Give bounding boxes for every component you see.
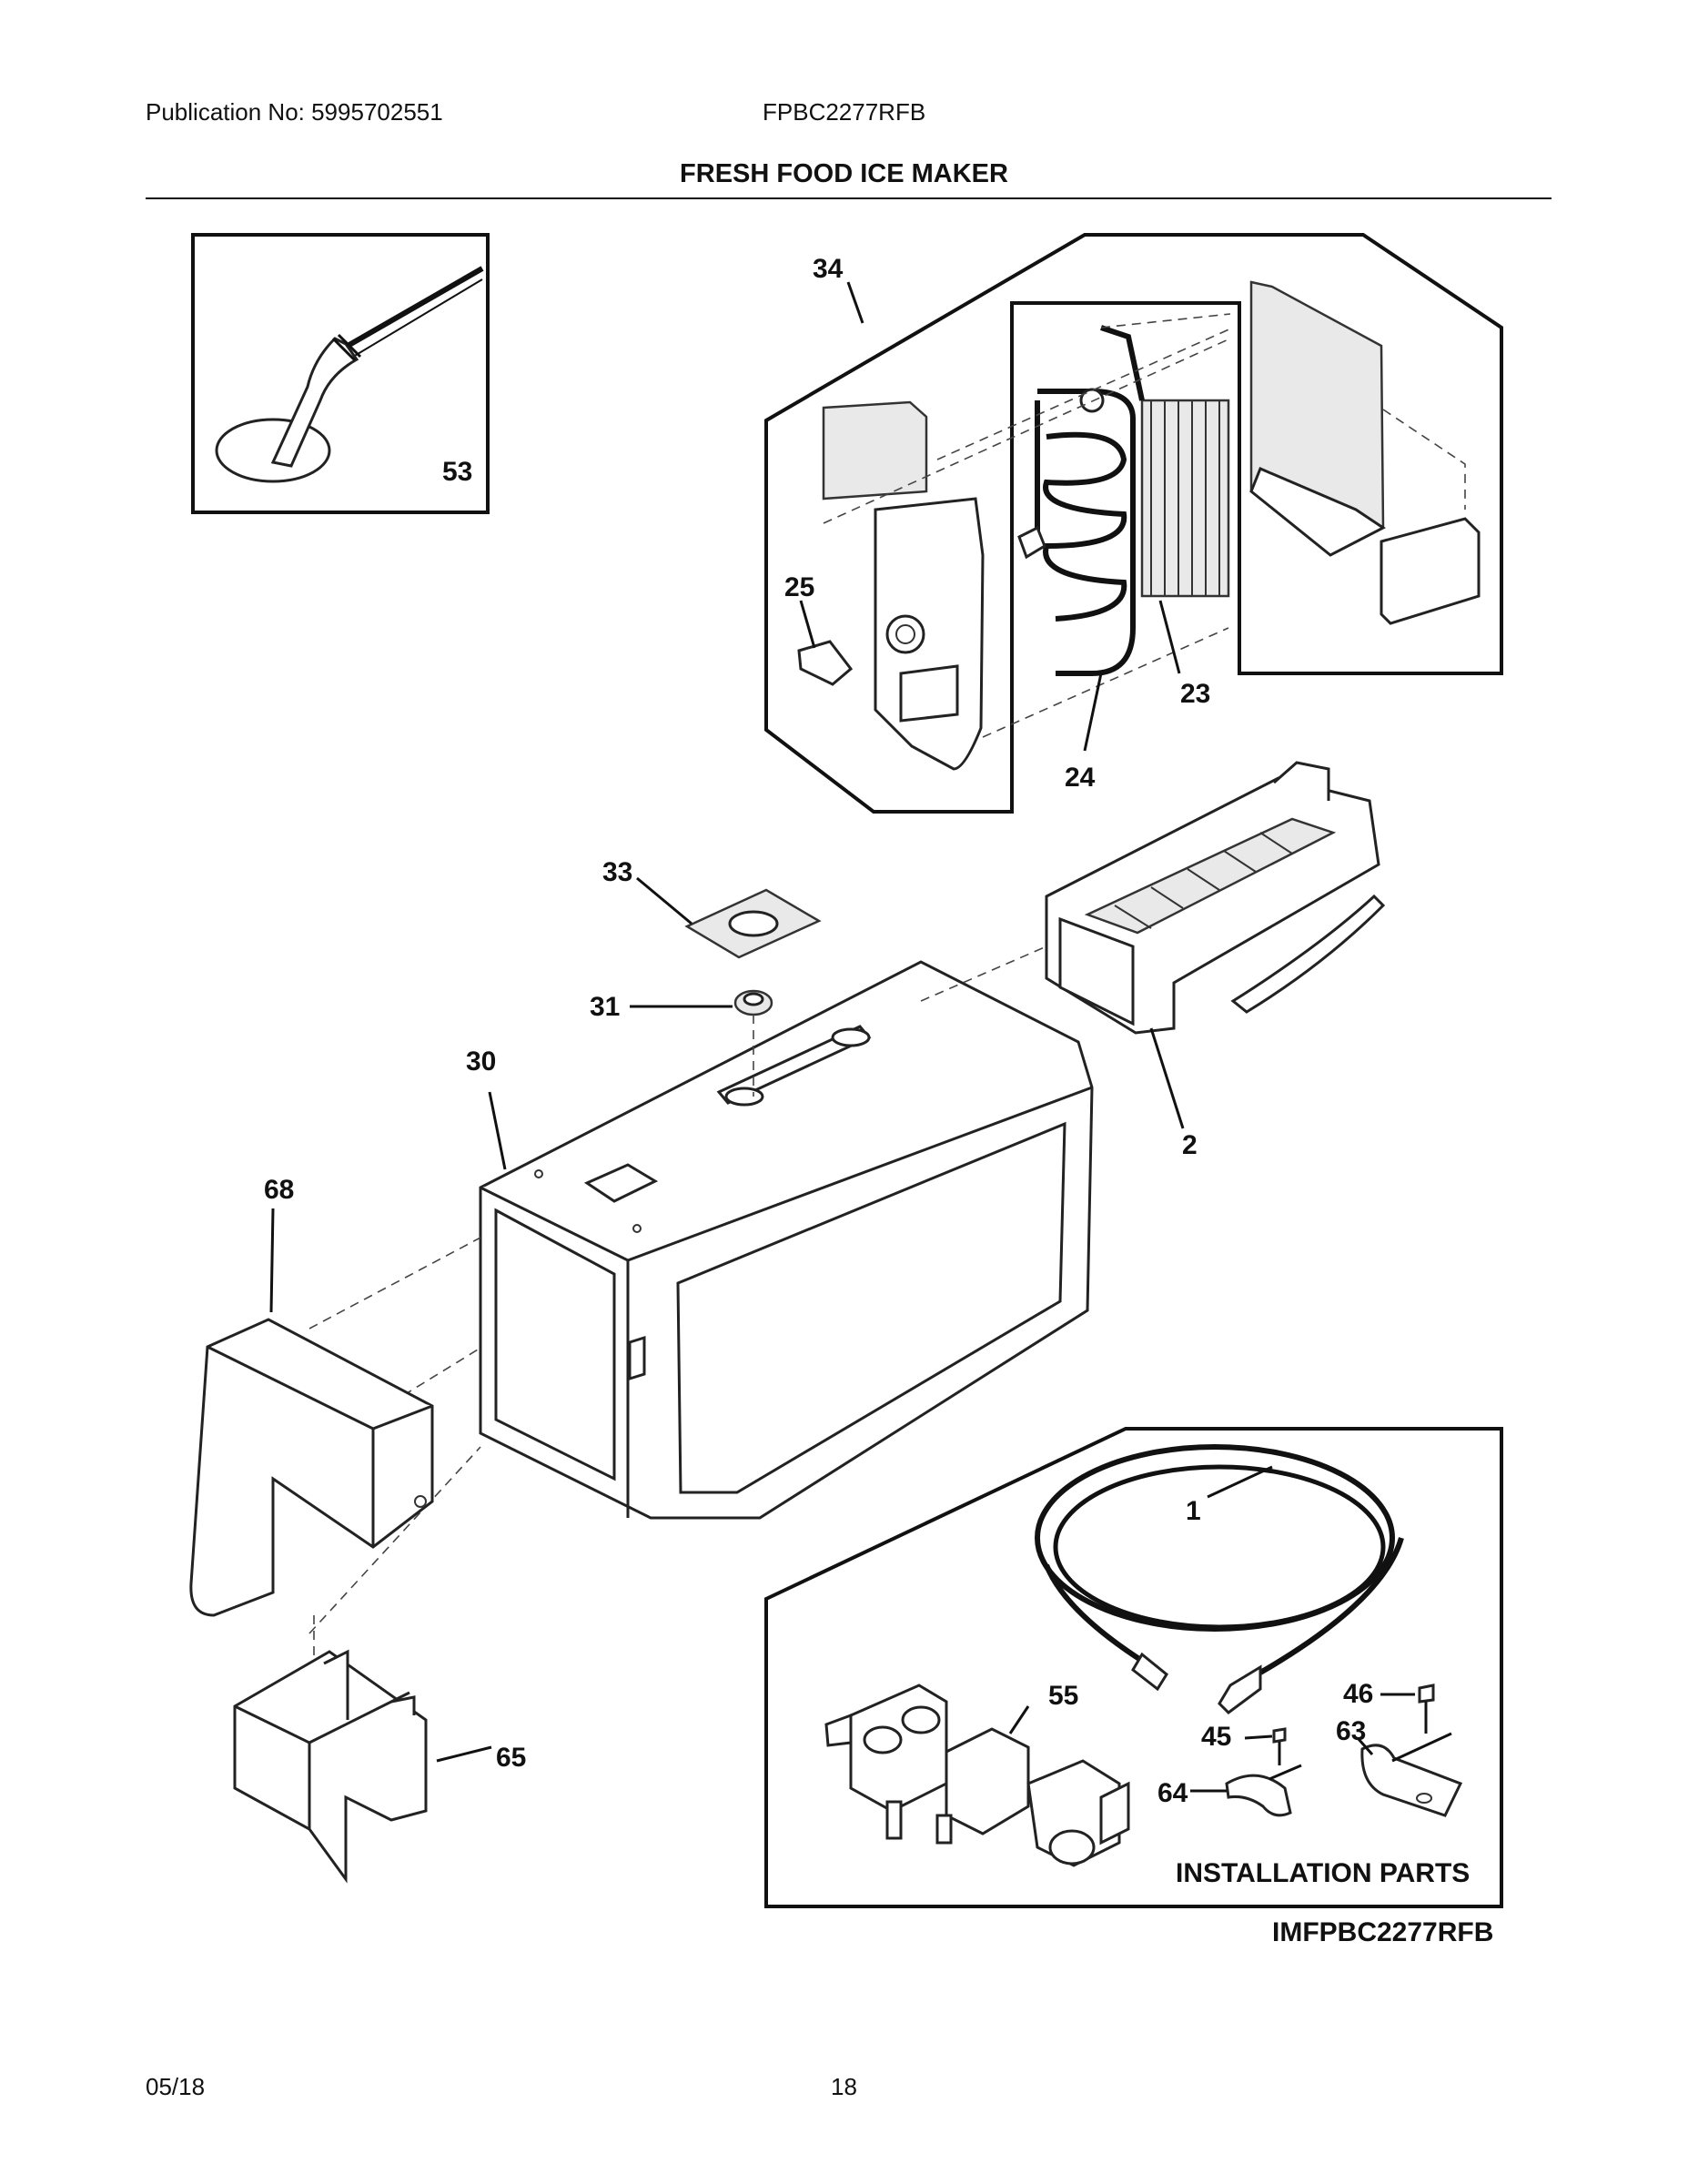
callout-55: 55 — [1048, 1681, 1078, 1711]
bucket-front-cover-68 — [189, 1318, 434, 1617]
callout-30: 30 — [466, 1046, 496, 1077]
callout-46: 46 — [1343, 1679, 1373, 1709]
callout-53: 53 — [442, 457, 472, 487]
ice-maker-2 — [1045, 761, 1386, 1035]
callout-34: 34 — [813, 254, 844, 284]
callout-2: 2 — [1182, 1130, 1198, 1160]
section-title: FRESH FOOD ICE MAKER — [680, 159, 1008, 188]
evaporator-assembly-frame-34 — [764, 233, 1503, 814]
publication-number: Publication No: 5995702551 — [146, 98, 443, 126]
auger-housing-65 — [233, 1649, 428, 1884]
screw-46 — [1418, 1684, 1435, 1734]
header-rule — [146, 197, 1552, 199]
clamp-63 — [1360, 1732, 1463, 1817]
callout-1: 1 — [1186, 1496, 1201, 1526]
footer-page-number: 18 — [831, 2073, 857, 2100]
grommet-plate-33 — [684, 888, 822, 959]
callout-33: 33 — [602, 857, 632, 887]
evaporator-guide-lines — [823, 313, 1466, 738]
leader-lines — [269, 281, 1415, 1793]
callout-65: 65 — [496, 1743, 526, 1773]
model-number: FPBC2277RFB — [763, 98, 926, 126]
footer-date: 05/18 — [146, 2073, 206, 2100]
installation-parts-frame — [764, 1427, 1503, 1908]
callout-68: 68 — [264, 1175, 294, 1205]
evaporator-cover — [797, 400, 985, 771]
drawing-id: IMFPBC2277RFB — [1272, 1917, 1493, 1947]
callout-25: 25 — [784, 572, 814, 602]
callout-31: 31 — [590, 992, 620, 1022]
callout-45: 45 — [1201, 1722, 1231, 1752]
evaporator-rear-cover — [1249, 280, 1481, 625]
callout-24: 24 — [1065, 763, 1096, 793]
callout-63: 63 — [1336, 1716, 1366, 1746]
installation-parts-caption: INSTALLATION PARTS — [1176, 1858, 1470, 1888]
water-valve-55 — [824, 1684, 1130, 1867]
water-tube-1 — [1035, 1444, 1404, 1714]
clamp-64 — [1225, 1764, 1302, 1817]
tube-fitting-53 — [215, 266, 484, 483]
inset-box-53 — [191, 233, 490, 514]
callout-64: 64 — [1157, 1778, 1188, 1808]
screw-45 — [1272, 1727, 1287, 1765]
ice-bucket-30 — [479, 960, 1094, 1520]
grommet-31 — [733, 989, 773, 1016]
callout-23: 23 — [1180, 679, 1210, 709]
evaporator-coil-23-24 — [1017, 325, 1230, 676]
